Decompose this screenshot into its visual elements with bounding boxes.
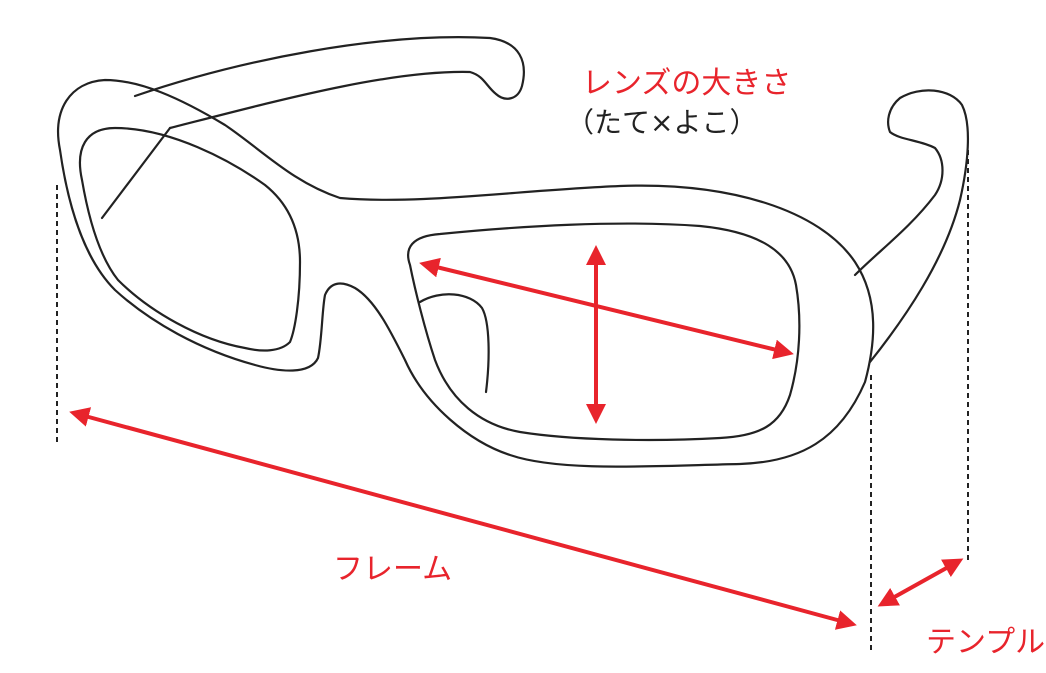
temple-arrow bbox=[877, 558, 964, 607]
lens-width-arrow bbox=[419, 257, 794, 360]
right-temple-arm bbox=[853, 89, 970, 364]
right-lens-opening bbox=[407, 222, 801, 442]
lens-size-detail-label: （たて×よこ） bbox=[566, 106, 758, 139]
left-temple-strut bbox=[100, 126, 172, 220]
glasses-illustration bbox=[57, 36, 970, 468]
temple-label: テンプル bbox=[926, 625, 1046, 660]
measurement-arrows bbox=[69, 245, 964, 630]
frame-width-arrow bbox=[69, 407, 857, 630]
lens-size-label: レンズの大きさ bbox=[582, 66, 792, 101]
frame-label: フレーム bbox=[333, 552, 453, 587]
guide-lines bbox=[56, 150, 969, 650]
left-temple-arm bbox=[133, 36, 525, 130]
left-lens-opening bbox=[78, 126, 302, 352]
